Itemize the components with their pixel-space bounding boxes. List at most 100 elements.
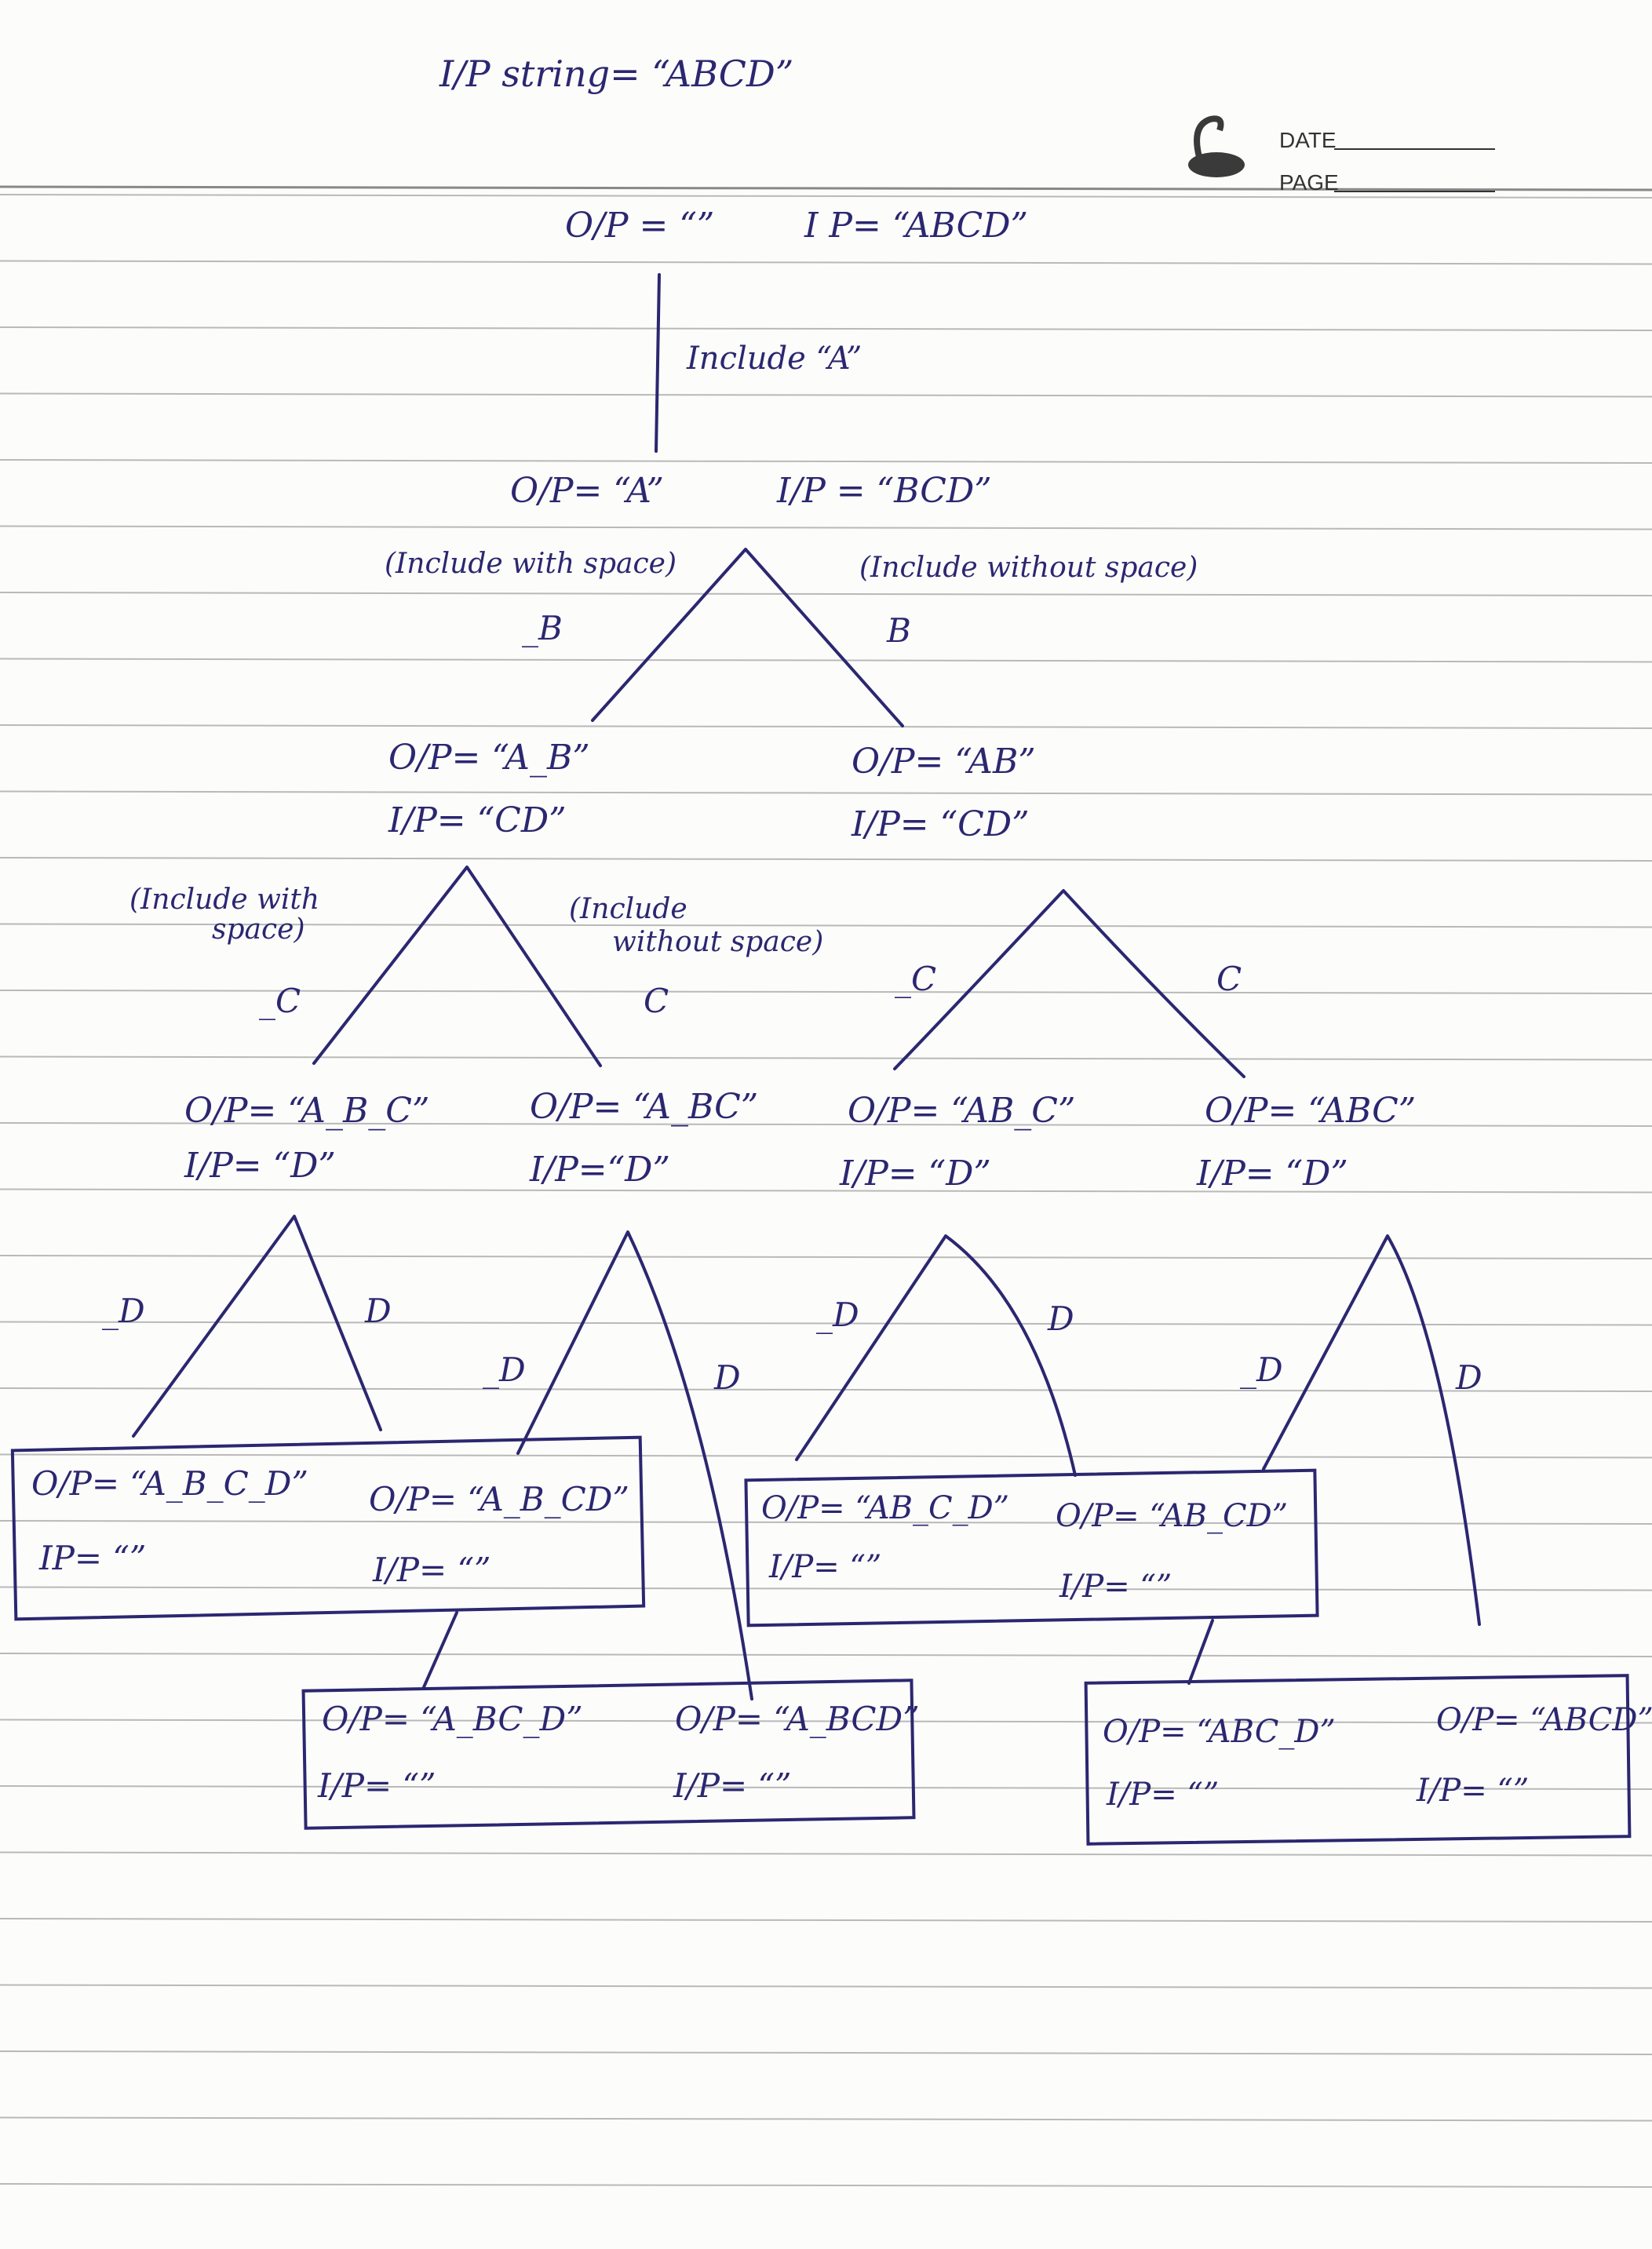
level3-d-branch [1262, 1234, 1481, 1626]
leaf-7-op: O/P= “ABC_D” [1103, 1714, 1336, 1750]
branch-b-left-note: (Include with space) [385, 548, 676, 580]
root-op: O/P = “” [565, 206, 714, 246]
ruled-line [0, 1387, 1652, 1392]
header-rule [0, 185, 1652, 191]
edge-label-d6: D [1047, 1299, 1074, 1338]
date-label: DATE [1279, 128, 1337, 152]
edge-label-c1: _C [259, 982, 301, 1020]
level1-branch [591, 548, 904, 727]
leaf-box-2 [744, 1468, 1319, 1628]
root-ip: I P= “ABCD” [804, 206, 1028, 246]
level1-ip: I/P = “BCD” [776, 471, 992, 511]
root-edge [655, 273, 661, 453]
ruled-line [0, 658, 1652, 663]
leaf-6-ip: I/P= “” [1059, 1569, 1172, 1605]
leaf-box-3 [301, 1679, 916, 1830]
leaf-8-ip: I/P= “” [1416, 1773, 1529, 1809]
include-a-label: Include “A” [686, 341, 862, 377]
ruled-line [0, 1586, 1652, 1591]
leaf-1-op: O/P= “A_B_C_D” [31, 1464, 308, 1503]
edge-label-b-space: _B [522, 609, 563, 647]
level2-a-op: O/P= “A_B” [388, 738, 590, 778]
leaf-6-op: O/P= “AB_CD” [1056, 1498, 1288, 1534]
ruled-line [0, 592, 1652, 596]
level3-b-branch [516, 1230, 753, 1700]
level3-c-ip: I/P= “D” [839, 1154, 991, 1194]
edge-label-d4: D [713, 1358, 741, 1397]
branch-b-right-note: (Include without space) [859, 552, 1198, 584]
level3-c-op: O/P= “AB_C” [848, 1091, 1075, 1131]
ruled-line [0, 1785, 1652, 1790]
ruled-line [0, 2116, 1652, 2122]
level3-b-ip: I/P=“D” [529, 1150, 670, 1190]
connector-1 [422, 1611, 458, 1689]
leaf-5-op: O/P= “AB_C_D” [761, 1490, 1009, 1526]
level3-b-op: O/P= “A_BC” [530, 1087, 758, 1127]
leaf-1-ip: IP= “” [38, 1539, 146, 1577]
level3-a-ip: I/P= “D” [184, 1146, 336, 1186]
ruled-line [0, 923, 1652, 928]
ruled-line [0, 459, 1652, 464]
level1-op: O/P= “A” [510, 471, 664, 511]
ruled-line [0, 724, 1652, 729]
page-label: PAGE [1279, 170, 1339, 195]
ruled-line [0, 1321, 1652, 1326]
ruled-line [0, 1188, 1652, 1194]
ruled-line [0, 1984, 1652, 1989]
leaf-8-op: O/P= “ABCD” [1436, 1702, 1652, 1738]
leaf-box-4 [1084, 1674, 1632, 1846]
edge-label-c2: C [644, 982, 669, 1020]
edge-label-d2: D [364, 1292, 392, 1330]
leaf-7-ip: I/P= “” [1106, 1777, 1219, 1813]
edge-label-d7: _D [1240, 1350, 1283, 1389]
leaf-4-ip: I/P= “” [673, 1766, 792, 1805]
ruled-line [0, 525, 1652, 530]
level2-b-branch [893, 889, 1245, 1078]
level2-a-ip: I/P= “CD” [388, 800, 567, 840]
level3-a-branch [132, 1215, 382, 1438]
edge-label-b: B [886, 611, 911, 650]
ruled-line [0, 1453, 1652, 1459]
branch-c-left-note-2: space) [212, 913, 305, 946]
leaf-2-op: O/P= “A_B_CD” [369, 1480, 629, 1518]
brand-logo-icon [1188, 115, 1245, 177]
ruled-line [0, 1851, 1652, 1857]
edge-label-d8: D [1455, 1358, 1482, 1397]
ruled-line [0, 1520, 1652, 1525]
level3-d-op: O/P= “ABC” [1205, 1091, 1416, 1131]
ruled-line [0, 2050, 1652, 2055]
leaf-5-ip: I/P= “” [768, 1549, 881, 1585]
leaf-4-op: O/P= “A_BCD” [675, 1700, 920, 1738]
ruled-line [0, 990, 1652, 994]
branch-c-right-note-2: without space) [612, 926, 823, 958]
level2-b-op: O/P= “AB” [852, 742, 1036, 782]
ruled-line [0, 326, 1652, 331]
branch-c-right-note-1: (Include [569, 893, 687, 925]
ruled-line [0, 1918, 1652, 1923]
level3-c-branch [795, 1234, 1077, 1477]
level2-b-ip: I/P= “CD” [851, 804, 1030, 844]
ruled-line [0, 1653, 1652, 1657]
edge-label-d1: _D [102, 1292, 145, 1330]
ruled-line [0, 260, 1652, 265]
ruled-line [0, 790, 1652, 796]
ruled-line [0, 392, 1652, 398]
leaf-3-ip: I/P= “” [317, 1766, 436, 1805]
leaf-3-op: O/P= “A_BC_D” [322, 1700, 583, 1738]
ruled-line [0, 2183, 1652, 2188]
connector-2 [1187, 1619, 1214, 1685]
ruled-line [0, 1055, 1652, 1061]
ruled-line [0, 1719, 1652, 1724]
leaf-2-ip: I/P= “” [372, 1551, 491, 1589]
ruled-line [0, 194, 1652, 199]
leaf-box-1 [10, 1435, 646, 1621]
ruled-line [0, 1122, 1652, 1127]
level2-a-branch [312, 866, 602, 1067]
diagram-title: I/P string= “ABCD” [439, 53, 793, 95]
level3-a-op: O/P= “A_B_C” [184, 1091, 429, 1131]
edge-label-d3: _D [483, 1350, 526, 1389]
edge-label-c4: C [1216, 960, 1242, 998]
